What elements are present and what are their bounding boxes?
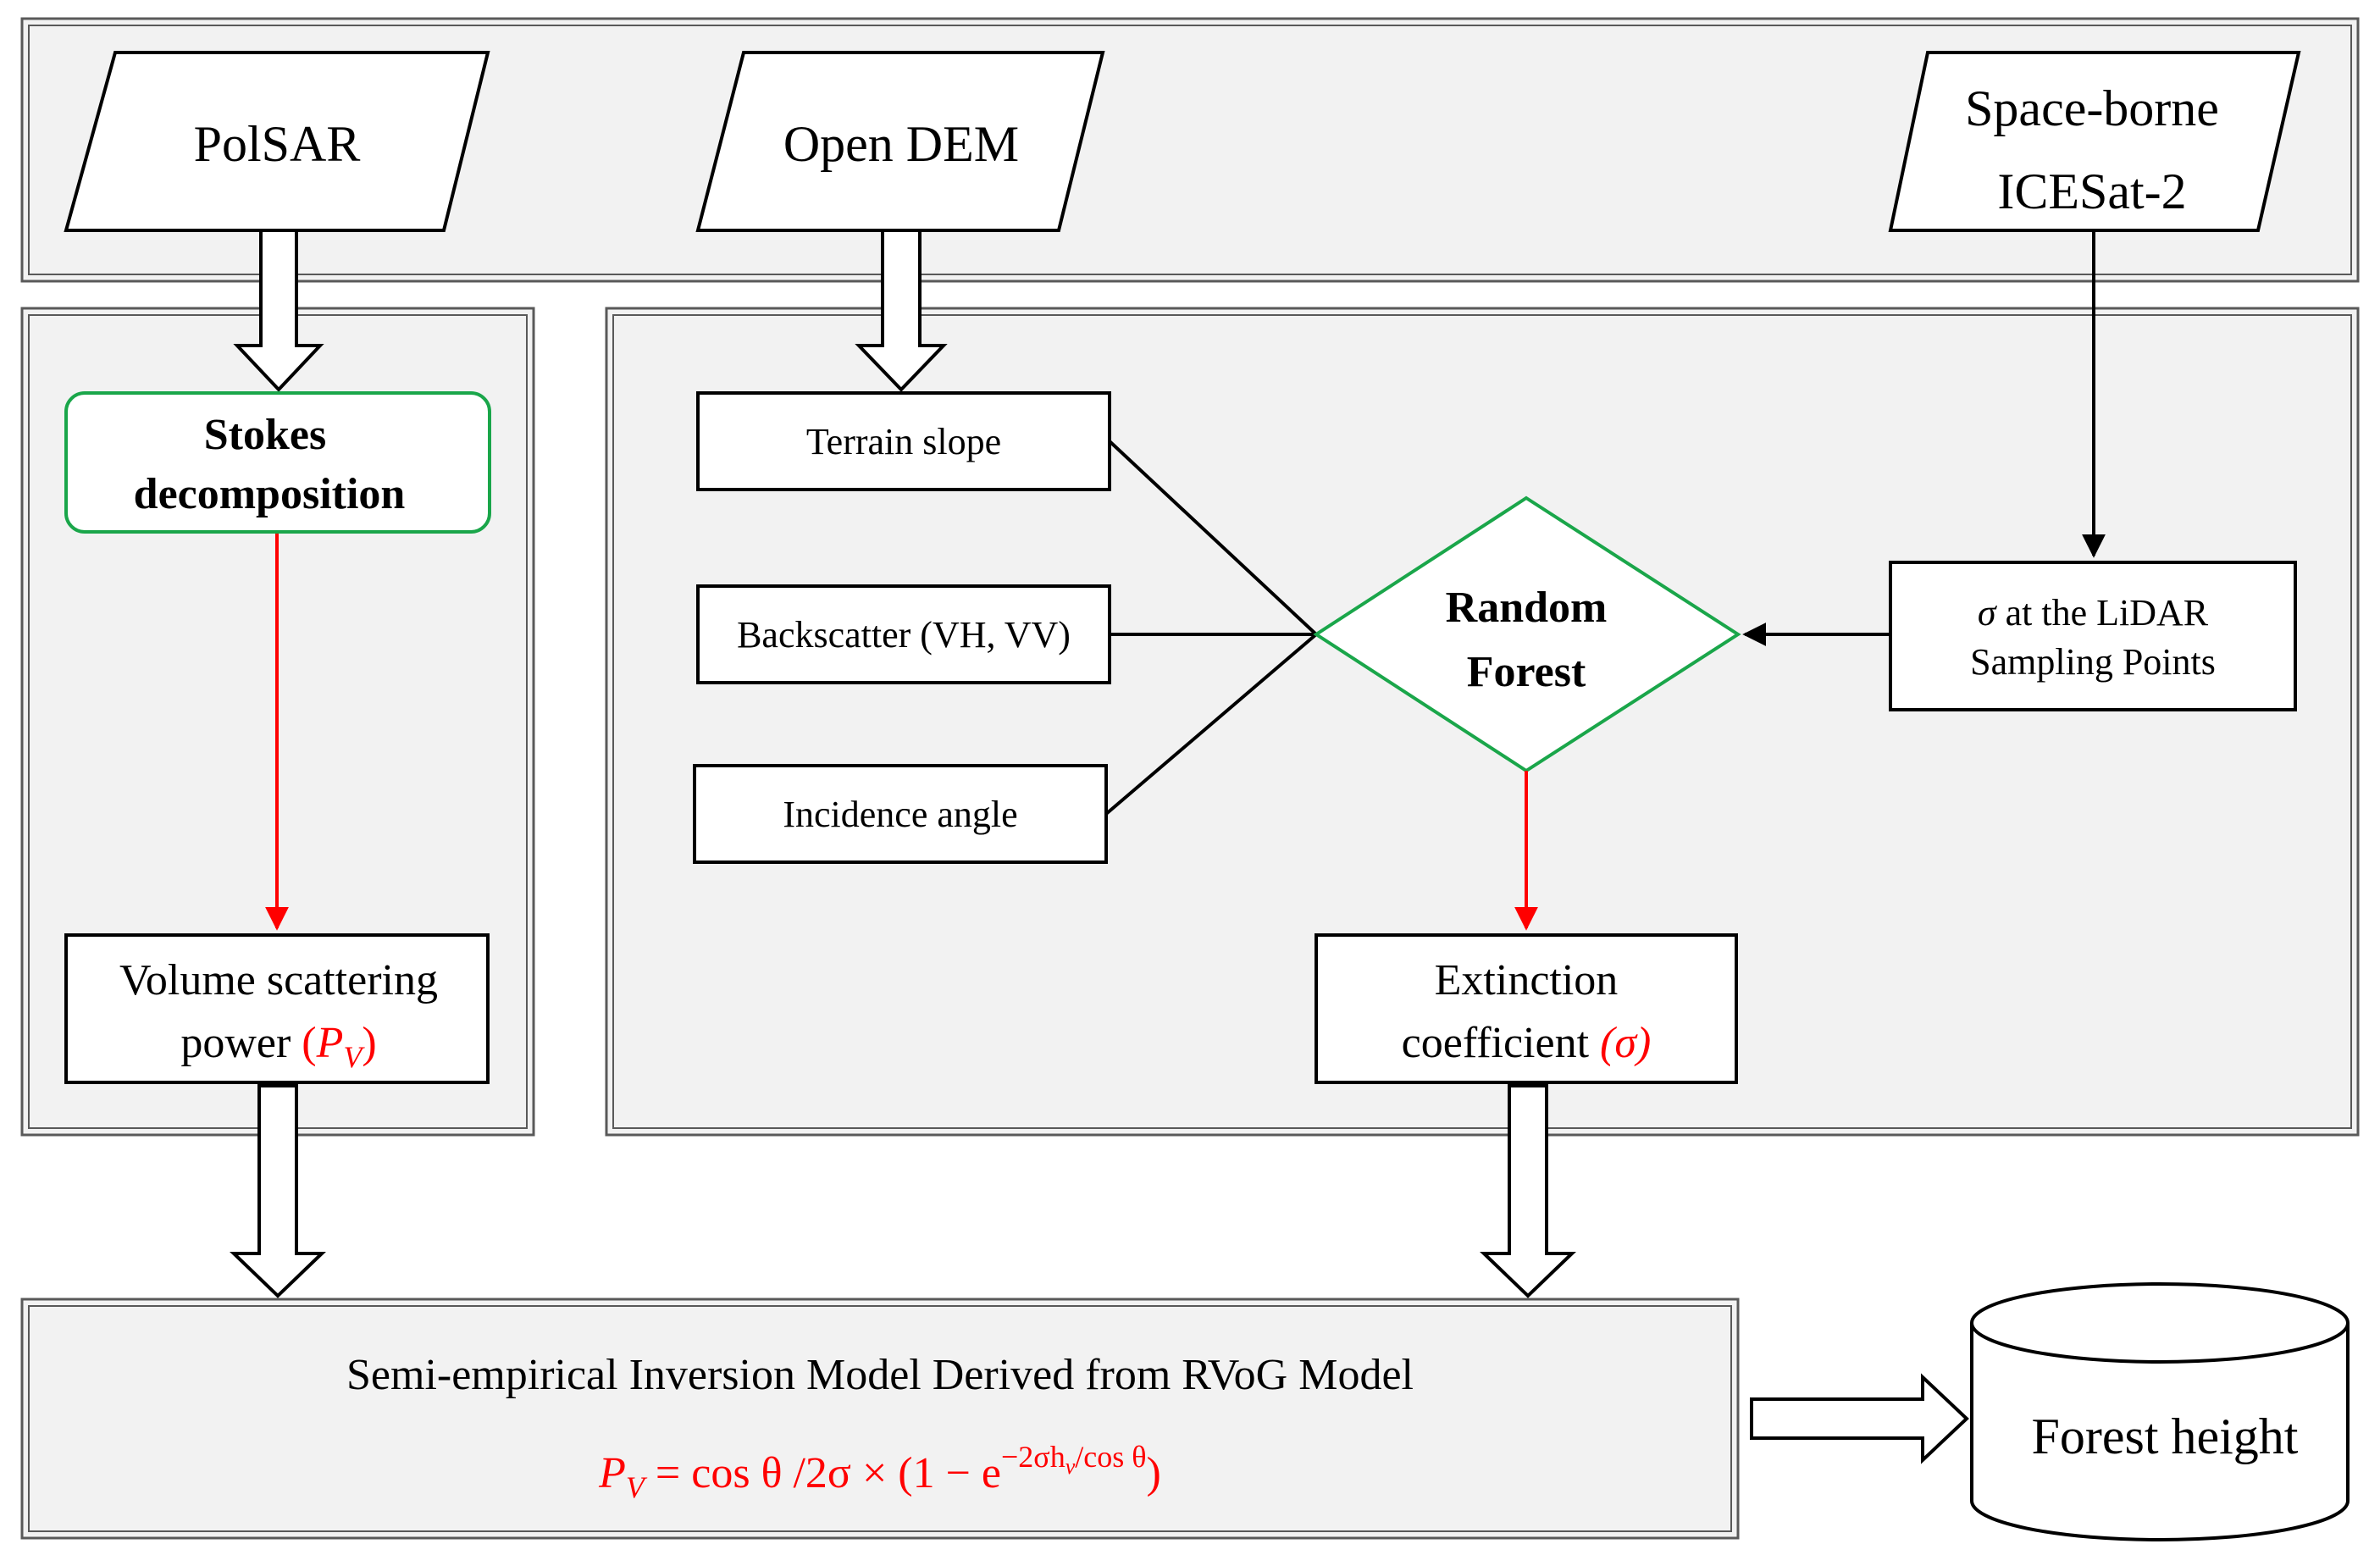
volume-label-line2: power (PV) (180, 1019, 376, 1074)
extinction-label-line2: coefficient (σ) (1402, 1019, 1652, 1067)
lidar-sigma-symbol: σ (1978, 592, 1998, 634)
volume-symbol-p: P (316, 1019, 344, 1067)
equation-p: P (598, 1449, 626, 1497)
open-dem-input: Open DEM (695, 51, 1105, 232)
hollow-arrow-output (1750, 1373, 1969, 1464)
random-forest-label-line2: Forest (1467, 648, 1586, 696)
connector-terrain-slope (1108, 440, 1318, 636)
lidar-label-line2: Sampling Points (1970, 641, 2216, 683)
stokes-label-line1: Stokes (204, 411, 326, 459)
icesat-input: Space-borne ICESat-2 (1888, 51, 2301, 232)
terrain-slope-box: Terrain slope (696, 391, 1111, 491)
polsar-input: PolSAR (64, 51, 490, 232)
stokes-decomposition-box: Stokes decomposition (64, 391, 491, 534)
extinction-coefficient-box: Extinction coefficient (σ) (1315, 933, 1738, 1084)
extinction-label-line1: Extinction (1435, 956, 1619, 1004)
icesat-label-line1: Space-borne (1965, 80, 2219, 136)
lidar-sampling-box: σ at the LiDAR Sampling Points (1889, 561, 2297, 711)
hollow-arrow-polsar (233, 229, 324, 392)
terrain-slope-label: Terrain slope (806, 421, 1001, 462)
volume-label-prefix: power (180, 1019, 302, 1067)
connector-incidence-angle (1104, 633, 1318, 816)
volume-scattering-box: Volume scattering power (PV) (64, 933, 490, 1084)
model-panel (20, 1298, 1740, 1540)
equation-exponent-tail: /cos θ (1075, 1440, 1146, 1474)
model-equation: PV = cos θ /2σ × (1 − e−2σhv/cos θ) (598, 1440, 1161, 1504)
backscatter-label: Backscatter (VH, VV) (737, 614, 1071, 656)
extinction-symbol: (σ) (1600, 1019, 1651, 1067)
model-title: Semi-empirical Inversion Model Derived f… (346, 1351, 1414, 1399)
hollow-arrow-volume (230, 1084, 326, 1298)
hollow-arrow-dem (855, 229, 948, 392)
volume-symbol-close: ) (362, 1019, 376, 1067)
backscatter-box: Backscatter (VH, VV) (696, 584, 1111, 684)
forest-height-label: Forest height (2032, 1408, 2299, 1464)
polsar-label: PolSAR (194, 116, 361, 172)
incidence-angle-box: Incidence angle (693, 764, 1108, 864)
incidence-angle-label: Incidence angle (783, 794, 1017, 835)
volume-symbol-open: ( (302, 1019, 316, 1067)
hollow-arrow-extinction (1480, 1084, 1576, 1298)
forest-height-output-cylinder: Forest height (1970, 1282, 2350, 1541)
equation-exponent: −2σh (1001, 1440, 1065, 1474)
open-dem-label: Open DEM (783, 116, 1019, 172)
equation-body: = cos θ /2σ × (1 − e (645, 1449, 1001, 1497)
volume-symbol-sub: V (343, 1040, 365, 1074)
stokes-label-line2: decomposition (134, 470, 406, 518)
volume-label-line1: Volume scattering (119, 956, 438, 1004)
equation-p-sub: V (626, 1470, 648, 1504)
lidar-label-line1: σ at the LiDAR (1978, 592, 2209, 634)
equation-close: ) (1147, 1449, 1161, 1497)
extinction-label-prefix: coefficient (1402, 1019, 1600, 1067)
lidar-line1-text: at the LiDAR (1996, 592, 2209, 634)
equation-exponent-sub: v (1065, 1454, 1076, 1479)
icesat-label-line2: ICESat-2 (1997, 163, 2186, 219)
random-forest-label-line1: Random (1446, 584, 1608, 632)
